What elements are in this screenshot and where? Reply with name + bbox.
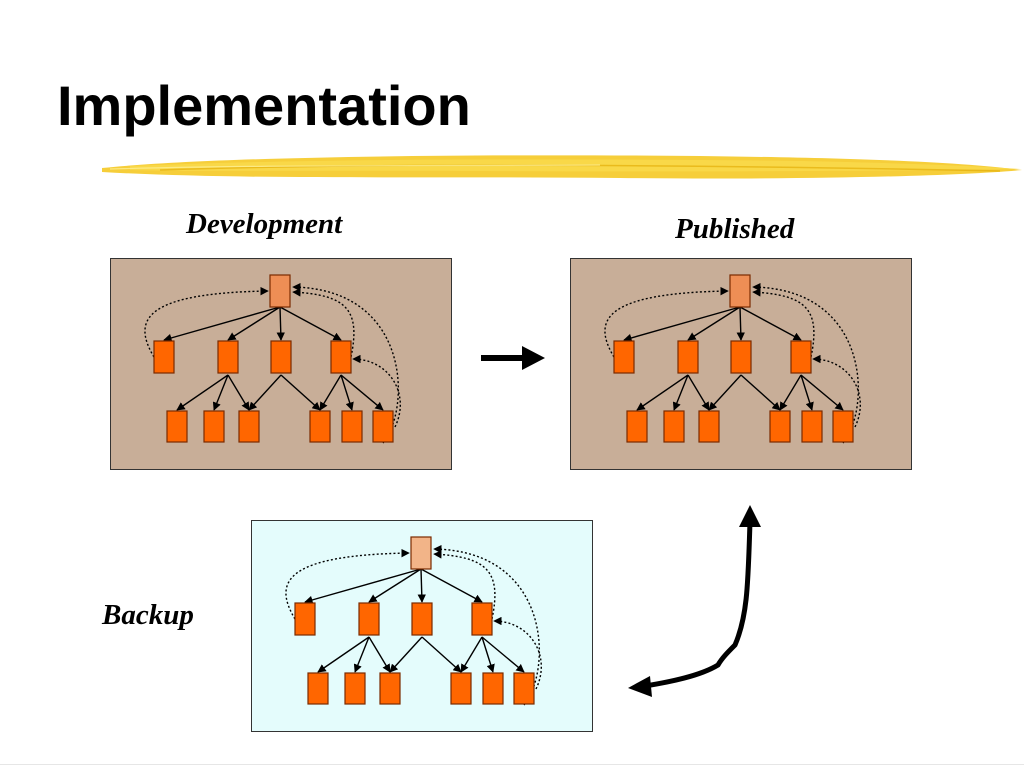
tree-edge bbox=[800, 374, 814, 411]
leaf-node bbox=[482, 672, 504, 705]
leaf-node bbox=[372, 410, 394, 443]
branch-node bbox=[294, 602, 316, 636]
dotted-return-arc bbox=[752, 282, 859, 444]
branch-node bbox=[730, 340, 752, 374]
leaf-node bbox=[663, 410, 685, 443]
branch-node bbox=[677, 340, 699, 374]
leaf-node bbox=[698, 410, 720, 443]
bottom-rule bbox=[0, 764, 1024, 765]
tree-edge bbox=[739, 306, 802, 341]
tree-edge bbox=[353, 636, 370, 673]
tree-edge bbox=[227, 306, 281, 341]
tree-edge bbox=[248, 374, 282, 411]
slide-title: Implementation bbox=[57, 74, 471, 137]
tree-edge bbox=[800, 374, 844, 411]
development-panel bbox=[110, 258, 452, 470]
published-label: Published bbox=[675, 213, 795, 245]
dotted-return-arc bbox=[433, 550, 496, 620]
tree-edge bbox=[389, 636, 423, 673]
tree-edge bbox=[176, 374, 229, 411]
branch-node bbox=[330, 340, 352, 374]
dotted-return-arc bbox=[292, 282, 399, 444]
development-to-published-arrow bbox=[481, 346, 545, 370]
tree-edge bbox=[417, 568, 426, 603]
tree-edge bbox=[708, 374, 742, 411]
tree-edge bbox=[740, 374, 781, 411]
dotted-return-arc bbox=[604, 286, 729, 358]
published-backup-curved-arrow bbox=[628, 505, 761, 697]
leaf-node bbox=[309, 410, 331, 443]
dotted-return-arc bbox=[144, 286, 269, 358]
leaf-node bbox=[238, 410, 260, 443]
leaf-node bbox=[626, 410, 648, 443]
dotted-return-arc bbox=[493, 616, 542, 690]
tree-edge bbox=[481, 636, 495, 673]
published-tree-diagram bbox=[604, 274, 861, 444]
branch-node bbox=[217, 340, 239, 374]
branch-node bbox=[270, 340, 292, 374]
development-label: Development bbox=[186, 208, 343, 240]
tree-edge bbox=[623, 306, 741, 342]
leaf-node bbox=[203, 410, 225, 443]
tree-edge bbox=[276, 306, 285, 341]
leaf-node bbox=[801, 410, 823, 443]
tree-edge bbox=[481, 636, 525, 673]
yellow-brush-underline bbox=[102, 155, 1022, 179]
dotted-return-arc bbox=[433, 544, 540, 706]
backup-tree-diagram bbox=[285, 536, 542, 706]
tree-edge bbox=[736, 306, 745, 341]
tree-edge bbox=[368, 636, 391, 673]
leaf-node bbox=[769, 410, 791, 443]
backup-label: Backup bbox=[102, 599, 194, 631]
leaf-node bbox=[166, 410, 188, 443]
tree-edge bbox=[319, 374, 342, 411]
root-node bbox=[729, 274, 751, 308]
tree-edge bbox=[420, 568, 483, 603]
published-panel bbox=[570, 258, 912, 470]
dotted-return-arc bbox=[812, 354, 861, 428]
tree-edge bbox=[368, 568, 422, 603]
backup-panel bbox=[251, 520, 593, 732]
branch-node bbox=[153, 340, 175, 374]
root-node bbox=[410, 536, 432, 570]
leaf-node bbox=[344, 672, 366, 705]
tree-edge bbox=[163, 306, 281, 342]
tree-edge bbox=[421, 636, 462, 673]
leaf-node bbox=[832, 410, 854, 443]
leaf-node bbox=[513, 672, 535, 705]
leaf-node bbox=[379, 672, 401, 705]
branch-node bbox=[358, 602, 380, 636]
tree-edge bbox=[212, 374, 229, 411]
dotted-return-arc bbox=[292, 288, 355, 358]
dotted-return-arc bbox=[285, 548, 410, 620]
tree-edge bbox=[779, 374, 802, 411]
dotted-return-arc bbox=[352, 354, 401, 428]
branch-node bbox=[411, 602, 433, 636]
tree-edge bbox=[340, 374, 384, 411]
tree-edge bbox=[227, 374, 250, 411]
tree-edge bbox=[279, 306, 342, 341]
tree-edge bbox=[304, 568, 422, 604]
development-tree-diagram bbox=[144, 274, 401, 444]
tree-edge bbox=[672, 374, 689, 411]
tree-edge bbox=[317, 636, 370, 673]
root-node bbox=[269, 274, 291, 308]
tree-edge bbox=[687, 306, 741, 341]
tree-edge bbox=[687, 374, 710, 411]
branch-node bbox=[613, 340, 635, 374]
tree-edge bbox=[460, 636, 483, 673]
dotted-return-arc bbox=[752, 288, 815, 358]
tree-edge bbox=[340, 374, 354, 411]
leaf-node bbox=[307, 672, 329, 705]
tree-edge bbox=[636, 374, 689, 411]
branch-node bbox=[790, 340, 812, 374]
branch-node bbox=[471, 602, 493, 636]
leaf-node bbox=[341, 410, 363, 443]
leaf-node bbox=[450, 672, 472, 705]
tree-edge bbox=[280, 374, 321, 411]
